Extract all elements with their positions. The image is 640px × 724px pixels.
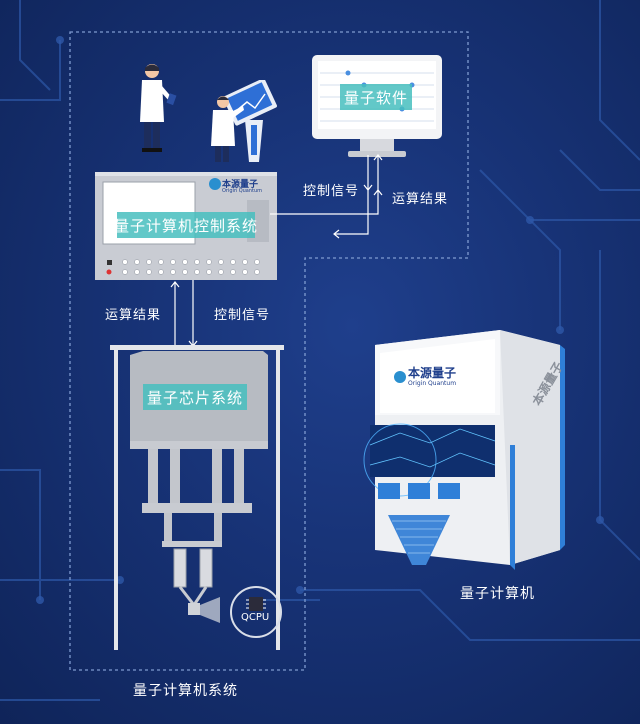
qcpu-chip-icon: [230, 586, 282, 638]
machine-logo-en: Origin Quantum: [408, 380, 457, 387]
qcpu-label: QCPU: [241, 612, 270, 623]
system-boundary: [69, 31, 469, 671]
label-mid-result: 运算结果: [105, 308, 162, 323]
control-system-label: 量子计算机控制系统: [114, 212, 257, 238]
monitor-control-arrows: [270, 154, 383, 239]
label-top-control-signal: 控制信号: [303, 184, 360, 199]
operator-with-touchscreen: [211, 80, 277, 162]
control-logo-en: Origin Quantum: [222, 188, 263, 194]
caption-quantum-computer-system: 量子计算机系统: [133, 683, 238, 699]
scientist-figure: [140, 64, 177, 152]
control-logo-cn: 本源量子: [222, 180, 259, 190]
quantum-computer-machine: [363, 330, 565, 570]
control-chip-arrows: [170, 280, 198, 348]
label-top-result: 运算结果: [392, 192, 449, 207]
machine-logo-cn: 本源量子: [408, 366, 457, 380]
caption-quantum-computer: 量子计算机: [460, 586, 535, 602]
chip-system-label: 量子芯片系统: [143, 384, 247, 410]
software-monitor: [312, 55, 442, 157]
label-mid-control-signal: 控制信号: [214, 308, 271, 323]
software-label: 量子软件: [340, 84, 412, 110]
